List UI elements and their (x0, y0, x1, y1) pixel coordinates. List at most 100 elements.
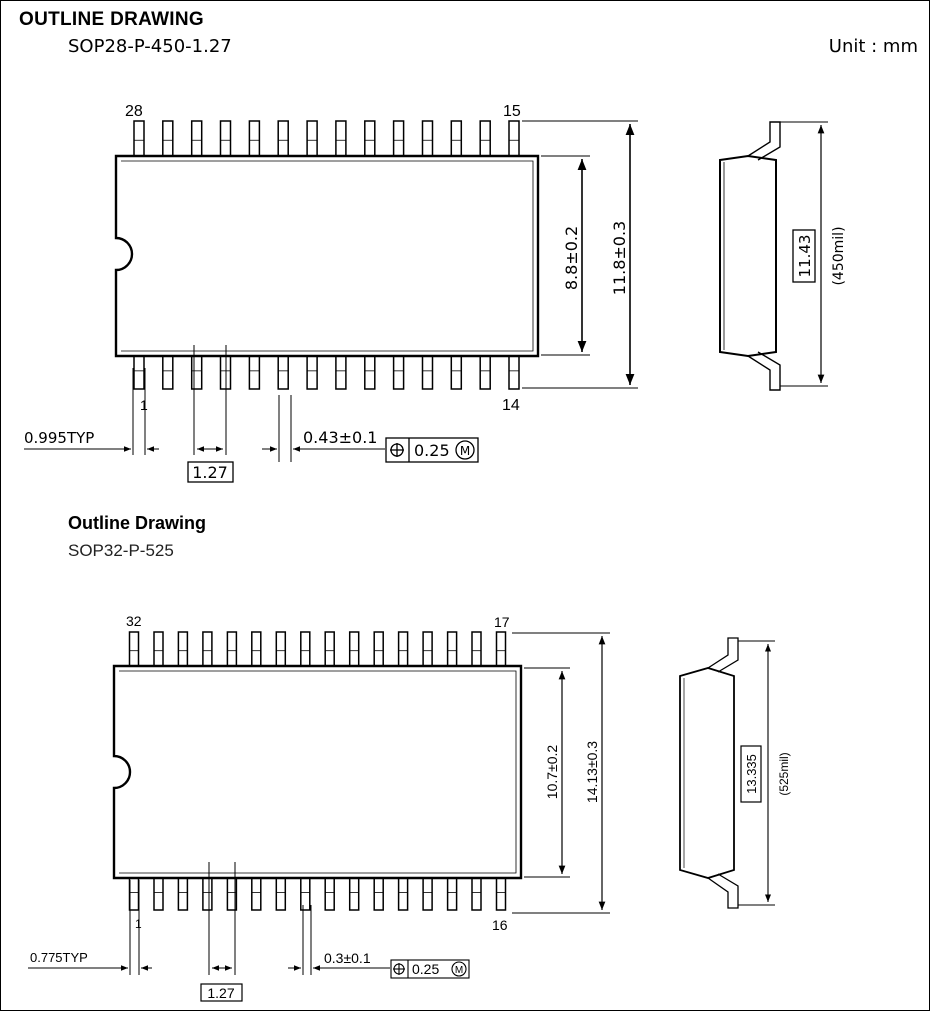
sop32-lead-top (153, 631, 164, 667)
sop32-lead-top (324, 631, 335, 667)
sop28-lead-offset: 0.995TYP (24, 429, 94, 447)
sop32-total-width: 14.13±0.3 (584, 741, 600, 803)
sop32-bottom-dims (28, 862, 390, 975)
mmc-modifier-icon (451, 961, 467, 977)
sop28-lead-bottom (392, 355, 405, 390)
sop32-lead-bottom (495, 877, 507, 911)
sop32-lead-bottom (226, 877, 238, 911)
sop32-lead-top (495, 631, 507, 667)
sop28-lead-top (335, 120, 347, 157)
sop32-lead-top (397, 631, 409, 667)
sop32-top-view (112, 631, 523, 911)
sop32-pitch-box (200, 983, 243, 1002)
sop28-pin-top-left: 28 (125, 103, 143, 120)
sop32-lead-bottom (153, 877, 164, 911)
sop32-lead-bottom (446, 877, 458, 911)
sop32-lead-top (446, 631, 458, 667)
sop28-mil-dim: 11.43 (796, 235, 814, 278)
sop28-body (114, 154, 540, 358)
sop32-lead-top (251, 631, 262, 667)
sop32-lead-top (177, 631, 189, 667)
sop32-body-width: 10.7±0.2 (544, 745, 560, 800)
sop32-lead-bottom (202, 877, 213, 911)
sop28-lead-bottom (133, 355, 145, 390)
sop28-pin-top-right: 15 (503, 103, 521, 120)
sop32-dim-lines (512, 632, 610, 914)
sop28-lead-bottom (190, 355, 203, 390)
sop32-lead-bottom (275, 877, 287, 911)
sop28-lead-top (508, 120, 520, 157)
sop32-lead-bottom (471, 877, 482, 911)
sop32-pin-bottom-right: 16 (492, 917, 508, 933)
sop32-lead-top (471, 631, 482, 667)
sop28-lead-bottom (248, 355, 261, 390)
sop28-lead-top (479, 120, 491, 157)
package-code-2: SOP32-P-525 (68, 541, 174, 560)
sop32-pin-top-left: 32 (126, 613, 142, 629)
sop32-lead-bottom (177, 877, 189, 911)
sop28-tolerance-frame (385, 437, 479, 463)
sop32-lead-bottom (324, 877, 335, 911)
sop32-mil-dim: 13.335 (744, 754, 759, 794)
sop28-lead-bottom (306, 355, 318, 390)
sop28-pin-bottom-right: 14 (502, 397, 520, 414)
sop28-pitch-box (187, 461, 234, 483)
sop32-mil-label: (525mil) (777, 752, 791, 795)
sop32-lead-top (348, 631, 360, 667)
sop32-pin-top-right: 17 (494, 614, 510, 630)
sop28-total-width: 11.8±0.3 (610, 221, 629, 295)
sop28-lead-bottom (364, 355, 376, 390)
sop28-tolerance: 0.25 (414, 441, 450, 460)
sop28-lead-top (162, 120, 174, 157)
sop28-lead-bottom (277, 355, 289, 390)
sop28-lead-top (190, 120, 203, 157)
sop28-side-view (719, 121, 828, 391)
sop32-lead-top (373, 631, 384, 667)
sop32-tolerance: 0.25 (412, 961, 439, 977)
sop32-lead-bottom (300, 877, 311, 911)
sop28-body-width: 8.8±0.2 (562, 226, 581, 290)
mmc-modifier-icon (455, 440, 475, 460)
sop32-lead-bottom (422, 877, 433, 911)
sop28-lead-top (306, 120, 318, 157)
sop32-lead-offset: 0.775TYP (30, 950, 88, 965)
page-title: OUTLINE DRAWING (19, 9, 204, 30)
unit-label: Unit : mm (828, 36, 918, 57)
sop32-lead-top (275, 631, 287, 667)
sop28-lead-top (450, 120, 463, 157)
sop28-lead-bottom (421, 355, 434, 390)
sop32-lead-bottom (397, 877, 409, 911)
sop32-lead-top (300, 631, 311, 667)
sop28-lead-top (277, 120, 289, 157)
sop32-tolerance-frame (390, 959, 470, 979)
sop28-tolerance-mod: M (460, 444, 470, 458)
sop28-lead-top (219, 120, 232, 157)
sop32-lead-width: 0.3±0.1 (324, 950, 371, 966)
sop32-lead-top (226, 631, 238, 667)
sop32-lead-top (202, 631, 213, 667)
sop28-lead-bottom (335, 355, 347, 390)
sop28-pitch: 1.27 (192, 463, 228, 482)
sop28-lead-top (421, 120, 434, 157)
sop32-body (112, 664, 523, 880)
sop28-lead-width: 0.43±0.1 (303, 428, 377, 447)
sop32-lead-bottom (348, 877, 360, 911)
sop28-top-view (114, 120, 540, 390)
sop32-lead-bottom (373, 877, 384, 911)
sop28-lead-bottom (508, 355, 520, 390)
sop28-lead-top (133, 120, 145, 157)
sop28-bottom-dims (24, 345, 385, 462)
sop28-dim-lines (522, 120, 638, 389)
sop32-tolerance-mod: M (455, 965, 463, 976)
sop28-lead-top (392, 120, 405, 157)
sop28-lead-bottom (450, 355, 463, 390)
sop28-lead-top (364, 120, 376, 157)
sop32-side-view (679, 637, 775, 909)
sop28-mil-label: (450mil) (831, 226, 847, 285)
sop28-lead-bottom (162, 355, 174, 390)
sop32-lead-top (422, 631, 433, 667)
package-code-1: SOP28-P-450-1.27 (68, 36, 232, 57)
sop32-lead-bottom (128, 877, 140, 911)
sop28-lead-top (248, 120, 261, 157)
